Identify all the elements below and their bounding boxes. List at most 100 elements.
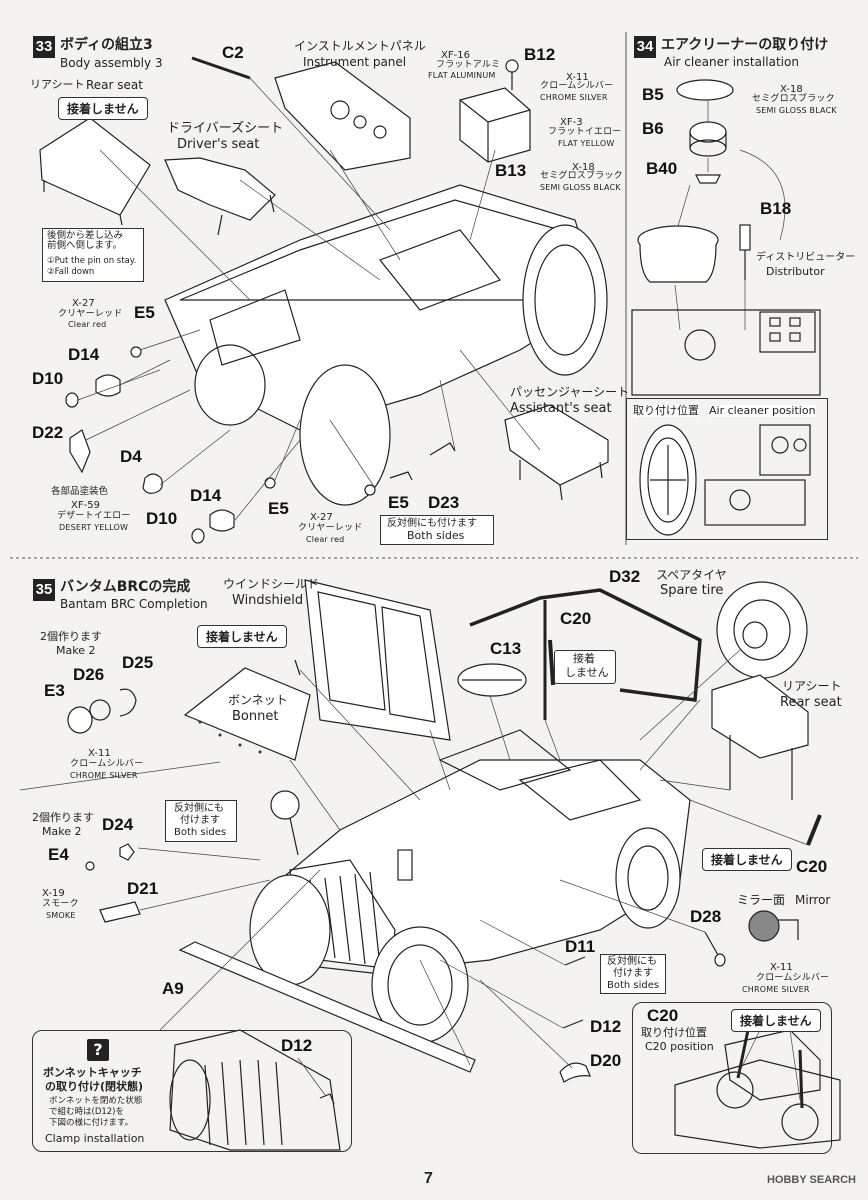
pin-note-jp: 後側から差し込み 前側へ倒します。 [47,230,124,252]
distributor-b18 [739,224,751,251]
paint-x18-en-33: SEMI GLOSS BLACK [540,183,621,192]
paint-x11-jp-mirror: クロームシルバー [756,973,830,983]
part-b6: B6 [642,119,664,138]
catch-d11 [564,956,586,966]
part-a9: A9 [162,979,184,998]
paint-x18-jp-33: セミグロスブラック [540,171,623,181]
distributor-label-jp: ディストリビューター [756,252,856,263]
paint-xf59-code: XF-59 [71,500,100,511]
bonnet-label-jp: ボンネット [228,693,288,707]
air-cleaner-parts-drawing [637,79,786,331]
mirror-face-label-en: Mirror [795,893,831,907]
part-b18: B18 [760,199,792,218]
both-sides-jp-33: 反対側にも付けます [387,518,477,529]
windshield-label-jp: ウインドシールド [223,577,320,591]
part-e3: E3 [44,681,65,700]
lens-e5-left [130,346,142,358]
part-e5-left: E5 [134,303,155,322]
air-cleaner-position-en: Air cleaner position [709,404,816,418]
air-cleaner-position-drawing [639,424,811,536]
step-33-title-jp: ボディの組立3 [60,37,153,53]
handle-d20 [559,1062,591,1083]
c20-position-jp: 取り付け位置 [641,1026,707,1039]
both-sides-box-d24: 反対側にも 付けます Both sides [165,800,237,842]
part-d10-top: D10 [32,369,64,388]
paint-x18-en-34: SEMI GLOSS BLACK [756,106,837,115]
pin-note-box: 後側から差し込み 前側へ倒します。 ①Put the pin on stay. … [42,228,144,282]
drivers-seat-label-jp: ドライバーズシート [167,121,284,136]
clamp-title-jp-2: の取り付け(閉状態) [45,1080,144,1093]
no-glue-c20-line2: しません [565,666,609,679]
clamp-title-en: Clamp installation [45,1132,145,1145]
part-e5-mid: E5 [268,499,289,518]
nut-b40 [695,174,721,184]
instrument-panel-label-jp: インストルメントパネル [294,39,426,53]
rear-seat-35-drawing [711,674,809,800]
make2-jp-mirror: 2個作ります [32,811,94,824]
part-e5-right: E5 [388,493,409,512]
paint-x27-code-left: X-27 [72,298,95,309]
step-34-title-en: Air cleaner installation [664,55,799,69]
mirror-face-label-jp: ミラー面 [737,893,786,907]
part-c20-position: C20 [647,1006,679,1025]
step-33-title-en: Body assembly 3 [60,56,163,70]
air-cleaner-position-box: 取り付け位置 Air cleaner position [626,398,828,540]
both-sides-en-33: Both sides [407,529,465,542]
windshield-drawing [294,579,451,741]
paint-xf3-en: FLAT YELLOW [558,139,615,148]
c20-rod-right [806,814,822,846]
distributor-label-en: Distributor [766,265,825,278]
rear-seat-35-label-en: Rear seat [780,695,842,710]
part-d10-bottom: D10 [146,509,178,528]
clamp-note-3: 下図の様に付けます。 [49,1118,134,1128]
spare-tire-drawing [716,581,808,679]
step-d23-a [429,442,456,456]
part-d4 [142,473,163,494]
part-d12-clamp: D12 [281,1036,313,1055]
rear-seat-35-label-jp: リアシート [782,679,842,693]
bumper-a9 [178,941,476,1073]
part-d20: D20 [590,1051,622,1070]
part-d28: D28 [690,907,722,926]
step-34-title-jp: エアクリーナーの取り付け [661,37,829,53]
paint-x27-code-mid: X-27 [310,512,333,523]
rim-d25 [119,688,137,717]
paint-x19-code: X-19 [42,888,65,899]
no-glue-badge-rear-seat-35: 接着しません [702,848,792,871]
paint-xf16-jp: フラットアルミ [436,60,501,70]
paint-x11-en-mirror: CHROME SILVER [742,985,810,994]
rear-seat-label-jp: リアシート [30,78,85,91]
watermark: HOBBY SEARCH [766,1174,856,1186]
part-b5: B5 [642,85,664,104]
paint-x27-jp-mid: クリヤーレッド [298,523,363,533]
paint-xf3-jp: フラットイエロー [548,127,622,137]
windshield-label-en: Windshield [232,593,304,608]
part-c2: C2 [222,43,244,62]
drivers-seat-drawing [164,157,276,236]
paint-x18-code-33: X-18 [572,162,595,173]
clamp-installation-box: ? ボンネットキャッチ の取り付け(閉状態) ボンネットを閉めた状態 で組む時は… [32,1030,352,1152]
mirror-bracket [778,919,799,940]
lens-e3 [67,706,93,734]
rear-seat-drawing [39,117,151,226]
engine-bay-drawing [631,309,821,396]
part-b13: B13 [495,161,527,180]
part-c13: C13 [490,639,522,658]
paint-x11-jp-35: クロームシルバー [70,759,144,769]
paint-x27-en-left: Clear red [68,320,107,329]
step-35-number: 35 [33,579,55,601]
part-b12: B12 [524,45,556,64]
paint-x27-jp-left: クリヤーレッド [58,309,123,319]
bonnet-label-en: Bonnet [232,709,279,724]
paint-x11-en-35: CHROME SILVER [70,771,138,780]
part-d14-bottom: D14 [190,486,222,505]
page-number: 7 [424,1170,433,1187]
question-icon: ? [87,1039,109,1061]
no-glue-badge-windshield: 接着しません [197,625,287,648]
make2-jp-headlamp: 2個作ります [40,630,102,643]
catch-d12 [562,1019,584,1029]
paint-x11-code: X-11 [566,72,589,83]
paint-x18-jp-34: セミグロスブラック [752,94,835,104]
mirror-surface [748,910,780,942]
